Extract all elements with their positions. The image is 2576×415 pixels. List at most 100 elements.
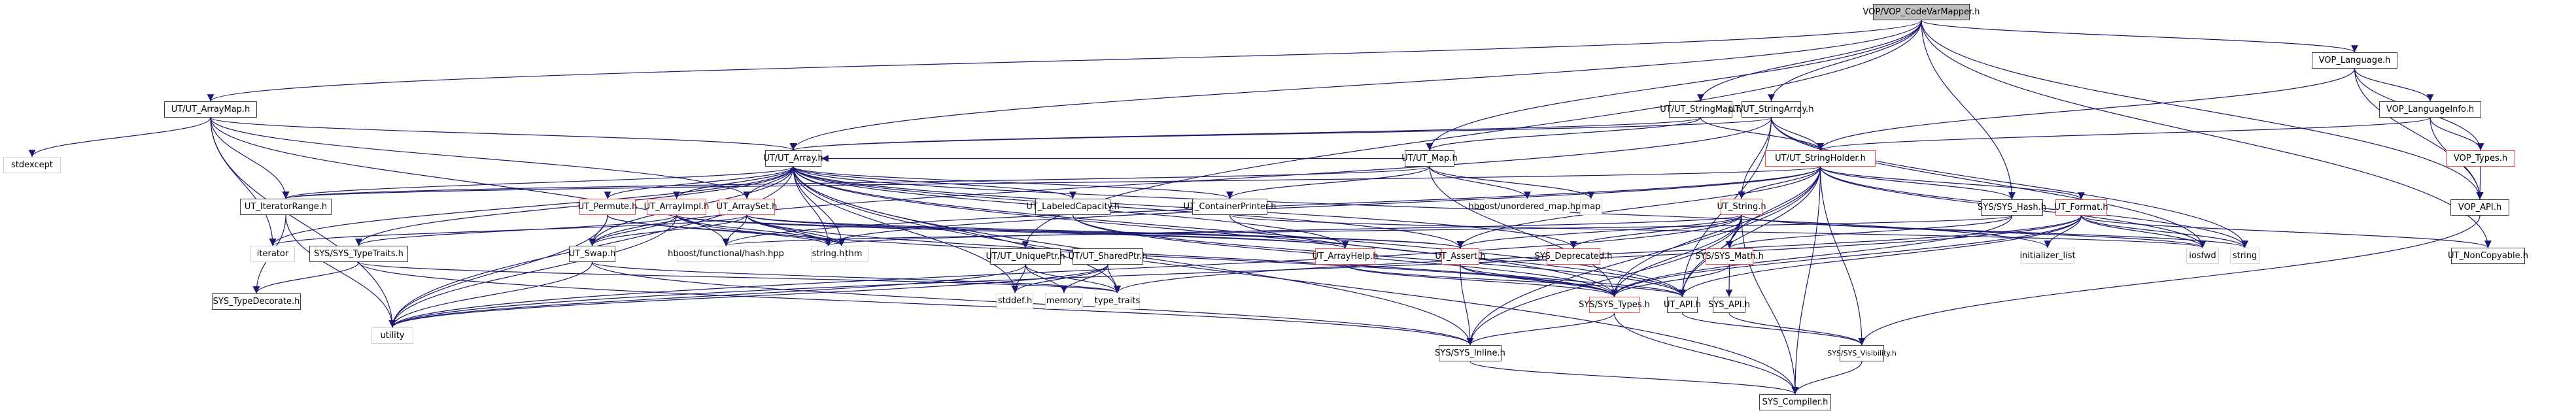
node-vop-api[interactable]: VOP_API.h [2450, 199, 2509, 216]
edge-assert-to-utapi [1460, 264, 1686, 297]
node-sys-typedecorate[interactable]: SYS_TypeDecorate.h [212, 293, 301, 310]
node-label: UT_ArraySet.h [716, 202, 778, 212]
node-label: SYS_Deprecated.h [1534, 252, 1613, 261]
node-ut-arraymap[interactable]: UT/UT_ArrayMap.h [164, 101, 257, 118]
node-ut-sharedptr[interactable]: UT/UT_SharedPtr.h [1068, 248, 1148, 265]
edge-utmap-to-systypes [1429, 166, 1618, 297]
node-ut-stringholder[interactable]: UT/UT_StringHolder.h [1765, 150, 1876, 167]
node-sys-compiler[interactable]: SYS_Compiler.h [1759, 394, 1831, 410]
node-map: map [1580, 199, 1602, 215]
node-type-traits: type_traits [1095, 293, 1140, 309]
node-label: utility [380, 331, 405, 340]
node-label: stddef.h [997, 296, 1033, 306]
node-ut-arrayset[interactable]: UT_ArraySet.h [716, 199, 778, 215]
node-ut-stringmap[interactable]: UT/UT_StringMap.h [1660, 101, 1742, 118]
edge-voplang-to-voplanginfo [2354, 68, 2434, 102]
edge-assert-to-inline [1460, 264, 1474, 346]
node-sys-deprecated[interactable]: SYS_Deprecated.h [1534, 248, 1613, 265]
node-hboost-unordered-map: hboost/unordered_map.hpp [1469, 199, 1587, 215]
node-label: iosfwd [2189, 251, 2216, 261]
edge-utapi-to-visibility [1681, 312, 1866, 346]
edge-assert-to-systypes [1460, 264, 1618, 297]
node-ut-labeledcapacity[interactable]: UT_LabeledCapacity.h [1026, 199, 1120, 215]
node-label: memory [1046, 296, 1082, 306]
node-sys-api[interactable]: SYS_API.h [1708, 297, 1750, 313]
node-label: VOP_Types.h [2453, 154, 2508, 163]
node-ut-format[interactable]: UT_Format.h [2054, 199, 2108, 216]
edge-utarray-to-iterrange [282, 166, 794, 199]
node-ut-map[interactable]: UT/UT_Map.h [1401, 150, 1458, 167]
edge-utstring-to-assert [1456, 214, 1742, 249]
node-sys-typetraits[interactable]: SYS/SYS_TypeTraits.h [309, 246, 408, 262]
node-label: hboost/functional/hash.hpp [668, 249, 784, 259]
node-stdexcept: stdexcept [3, 157, 61, 173]
edge-stringarray-to-iosfwd [1770, 117, 2207, 248]
node-ut-iteratorrange[interactable]: UT_IteratorRange.h [240, 199, 332, 215]
node-label: hboost/unordered_map.hpp [1468, 202, 1587, 212]
edge-arraymap-to-stdexcept [28, 117, 211, 158]
node-ut-array[interactable]: UT/UT_Array.h [763, 150, 823, 167]
edge-utstring-to-deprecated [1570, 214, 1742, 249]
node-ut-api[interactable]: UT_API.h [1664, 297, 1701, 313]
edge-voplang-to-vopapi [2354, 68, 2484, 200]
node-label: UT_LabeledCapacity.h [1026, 202, 1120, 212]
edge-stringholder-to-assert [1456, 166, 1821, 249]
node-label: SYS_API.h [1708, 300, 1750, 310]
node-iosfwd: iosfwd [2186, 248, 2219, 264]
node-ut-noncopyable[interactable]: UT_NonCopyable.h [2447, 248, 2529, 264]
node-label: VOP_Language.h [2318, 56, 2391, 65]
node-vop-languageinfo[interactable]: VOP_LanguageInfo.h [2379, 101, 2481, 118]
node-sys-inline[interactable]: SYS/SYS_Inline.h [1435, 345, 1505, 361]
node-sys-math[interactable]: SYS/SYS_Math.h [1695, 248, 1764, 265]
edge-permute-to-string_h [607, 214, 832, 246]
node-ut-assert[interactable]: UT_Assert.h [1435, 248, 1486, 265]
node-sys-types[interactable]: SYS/SYS_Types.h [1579, 297, 1650, 313]
node-ut-string[interactable]: UT_String.h [1717, 199, 1766, 215]
edge-utarray-to-compiler [793, 166, 1799, 395]
edge-arrayset-to-swap [589, 214, 747, 246]
edge-sysmath-to-sysapi [1725, 264, 1733, 297]
node-label: UT/UT_SharedPtr.h [1068, 252, 1148, 261]
node-ut-arrayimpl[interactable]: UT_ArrayImpl.h [644, 199, 709, 215]
edge-root-to-stringmap [1697, 20, 1922, 102]
node-string-h: string.h [811, 246, 846, 262]
node-vop-language[interactable]: VOP_Language.h [2312, 52, 2397, 69]
node-vop-types[interactable]: VOP_Types.h [2446, 150, 2515, 167]
node-sys-visibility[interactable]: SYS/SYS_Visibility.h [1827, 345, 1897, 361]
node-label: UT_ArrayImpl.h [644, 202, 710, 212]
edge-utmap-to-unordered_map [1429, 166, 1531, 199]
edge-typetraits_sys-to-typedecorate [252, 261, 360, 294]
edge-stringholder-to-iterrange [283, 166, 1821, 199]
edge-arrayhelp-to-systypes [1345, 264, 1618, 297]
node-label: UT/UT_Map.h [1401, 154, 1458, 163]
edge-arraymap-to-iterator [210, 117, 277, 246]
edge-stringholder-to-utstring [1738, 166, 1821, 199]
node-sys-hash[interactable]: SYS/SYS_Hash.h [1978, 199, 2046, 216]
edge-utarray-to-initlist [793, 166, 2052, 248]
node-label: UT_NonCopyable.h [2447, 251, 2529, 261]
edge-arrayset-to-assert [746, 214, 1464, 249]
edge-utarray-to-type_traits [793, 166, 1121, 293]
node-label: stdexcept [11, 160, 53, 170]
node-ut-swap[interactable]: UT_Swap.h [569, 246, 615, 262]
node-label: string.h [812, 249, 845, 259]
edge-stringholder-to-string_h [825, 166, 1821, 246]
edge-arraymap-to-utarray [210, 117, 797, 151]
edge-voplanginfo-to-voptypes [2430, 117, 2484, 151]
edge-stringholder-to-compiler [1791, 166, 1821, 395]
node-ut-containerprinter[interactable]: UT_ContainerPrinter.h [1184, 199, 1276, 215]
node-utility: utility [371, 327, 413, 344]
node-ut-permute[interactable]: UT_Permute.h [578, 199, 637, 215]
edge-utstring-to-iosfwd [1741, 214, 2207, 248]
node-ut-stringarray[interactable]: UT/UT_StringArray.h [1728, 101, 1814, 118]
edge-utarray-to-assert [793, 166, 1464, 249]
edge-iterrange-to-utility [285, 214, 396, 328]
edge-utarray-to-arrayset [743, 166, 794, 199]
edge-arraymap-to-hash_hpp [210, 117, 730, 246]
edge-stringmap-to-stringholder [1700, 117, 1824, 151]
edge-stringholder-to-utapi [1679, 166, 1821, 297]
node-label: SYS/SYS_Hash.h [1978, 203, 2046, 212]
node-ut-uniqueptr[interactable]: UT/UT_UniquePtr.h [986, 248, 1065, 265]
node-ut-arrayhelp[interactable]: UT_ArrayHelp.h [1313, 248, 1379, 265]
edge-swap-to-type_traits [591, 261, 1121, 293]
